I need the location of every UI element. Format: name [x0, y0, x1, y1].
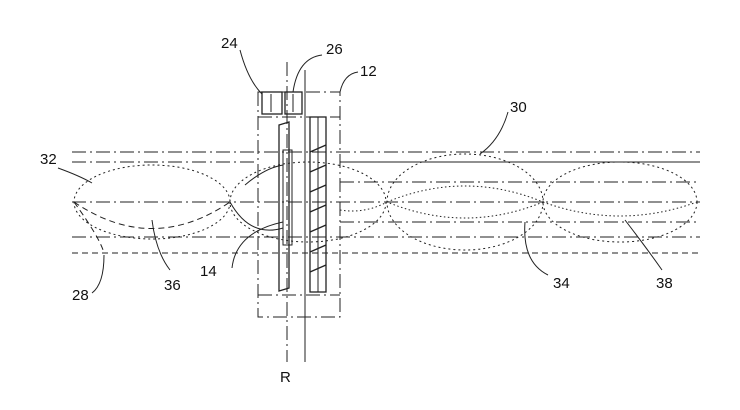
- leader-28: [91, 254, 105, 294]
- envelope-38-inner: [542, 201, 698, 217]
- leader-34: [524, 221, 549, 276]
- envelope-upper-solid-arc: [244, 164, 284, 186]
- envelope-28-branch: [73, 201, 105, 254]
- leader-26: [292, 54, 323, 93]
- envelope-lower-solid-arc: [229, 201, 284, 231]
- leader-24: [239, 49, 263, 95]
- housing-outline: [257, 91, 341, 318]
- label-34: 34: [553, 275, 570, 292]
- leader-lines: [57, 49, 663, 294]
- vertical-axis-r: [286, 62, 306, 362]
- grating-plate-inner: [309, 116, 319, 293]
- leader-32: [57, 167, 93, 184]
- envelope-36-lower: [73, 201, 231, 229]
- housing-12: [257, 91, 341, 318]
- beam-envelopes: [73, 153, 698, 254]
- leader-36: [151, 219, 171, 271]
- element-14-inner: [282, 149, 293, 246]
- grating-teeth: [309, 144, 327, 273]
- leader-30: [479, 111, 509, 155]
- label-r: R: [280, 369, 291, 386]
- components-24-26: [261, 91, 303, 115]
- leader-12: [339, 71, 359, 93]
- label-30: 30: [510, 99, 527, 116]
- leader-14: [231, 221, 284, 269]
- grating-plate: [309, 116, 327, 293]
- element-14: [278, 121, 293, 292]
- label-36: 36: [164, 277, 181, 294]
- leader-38: [624, 219, 663, 271]
- label-12: 12: [360, 63, 377, 80]
- component-24-box: [261, 91, 283, 115]
- label-14: 14: [200, 263, 217, 280]
- element-14-outer-blade: [278, 121, 290, 292]
- label-26: 26: [326, 41, 343, 58]
- label-28: 28: [72, 287, 89, 304]
- reference-numerals: 24 26 12 30 32 14 28 36 34 38 R: [40, 35, 673, 386]
- label-24: 24: [221, 35, 238, 52]
- label-38: 38: [656, 275, 673, 292]
- label-32: 32: [40, 151, 57, 168]
- envelope-connect: [339, 201, 388, 212]
